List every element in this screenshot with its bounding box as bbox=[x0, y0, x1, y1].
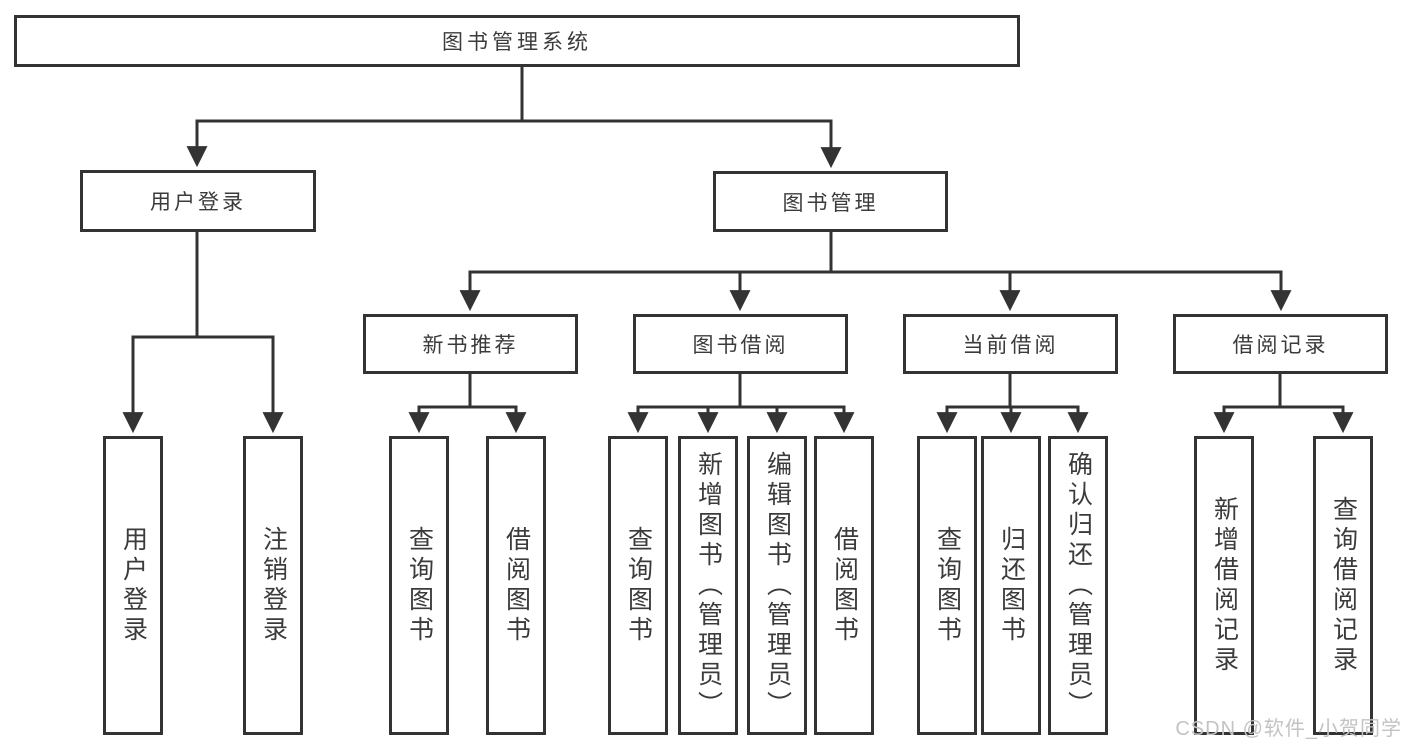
node-user-login: 用户登录 bbox=[80, 170, 316, 232]
node-new-book-recommend: 新书推荐 bbox=[363, 314, 578, 374]
leaf-records-query-label: 查询借阅记录 bbox=[1329, 495, 1358, 676]
node-current-borrow: 当前借阅 bbox=[903, 314, 1118, 374]
leaf-newbooks-borrow-label: 借阅图书 bbox=[502, 525, 531, 646]
leaf-logout: 注销登录 bbox=[243, 436, 303, 735]
leaf-borrow-edit-book: 编辑图书（管理员） bbox=[747, 436, 807, 735]
leaf-borrow-add-book-label: 新增图书（管理员） bbox=[694, 450, 723, 721]
leaf-current-confirm-return: 确认归还（管理员） bbox=[1048, 436, 1108, 735]
leaf-current-return-label: 归还图书 bbox=[997, 525, 1026, 646]
leaf-current-query-label: 查询图书 bbox=[933, 525, 962, 646]
leaf-borrow-query: 查询图书 bbox=[608, 436, 668, 735]
leaf-borrow-add-book: 新增图书（管理员） bbox=[678, 436, 738, 735]
leaf-records-add: 新增借阅记录 bbox=[1194, 436, 1254, 735]
leaf-newbooks-borrow: 借阅图书 bbox=[486, 436, 546, 735]
leaf-newbooks-query-label: 查询图书 bbox=[405, 525, 434, 646]
leaf-user-login-label: 用户登录 bbox=[119, 525, 148, 646]
node-borrow-records: 借阅记录 bbox=[1173, 314, 1388, 374]
leaf-current-return: 归还图书 bbox=[981, 436, 1041, 735]
leaf-borrow-borrow-book: 借阅图书 bbox=[814, 436, 874, 735]
leaf-records-add-label: 新增借阅记录 bbox=[1210, 495, 1239, 676]
leaf-borrow-query-label: 查询图书 bbox=[624, 525, 653, 646]
leaf-borrow-borrow-book-label: 借阅图书 bbox=[830, 525, 859, 646]
csdn-watermark: CSDN @软件_小贺同学 bbox=[1175, 718, 1402, 740]
leaf-newbooks-query: 查询图书 bbox=[389, 436, 449, 735]
leaf-records-query: 查询借阅记录 bbox=[1313, 436, 1373, 735]
node-root: 图书管理系统 bbox=[14, 15, 1020, 67]
leaf-current-confirm-return-label: 确认归还（管理员） bbox=[1064, 450, 1093, 721]
node-book-borrow: 图书借阅 bbox=[633, 314, 848, 374]
leaf-borrow-edit-book-label: 编辑图书（管理员） bbox=[763, 450, 792, 721]
node-book-management: 图书管理 bbox=[713, 171, 948, 232]
leaf-logout-label: 注销登录 bbox=[259, 525, 288, 646]
leaf-user-login: 用户登录 bbox=[103, 436, 163, 735]
leaf-current-query: 查询图书 bbox=[917, 436, 977, 735]
connector-lines bbox=[122, 67, 1354, 434]
